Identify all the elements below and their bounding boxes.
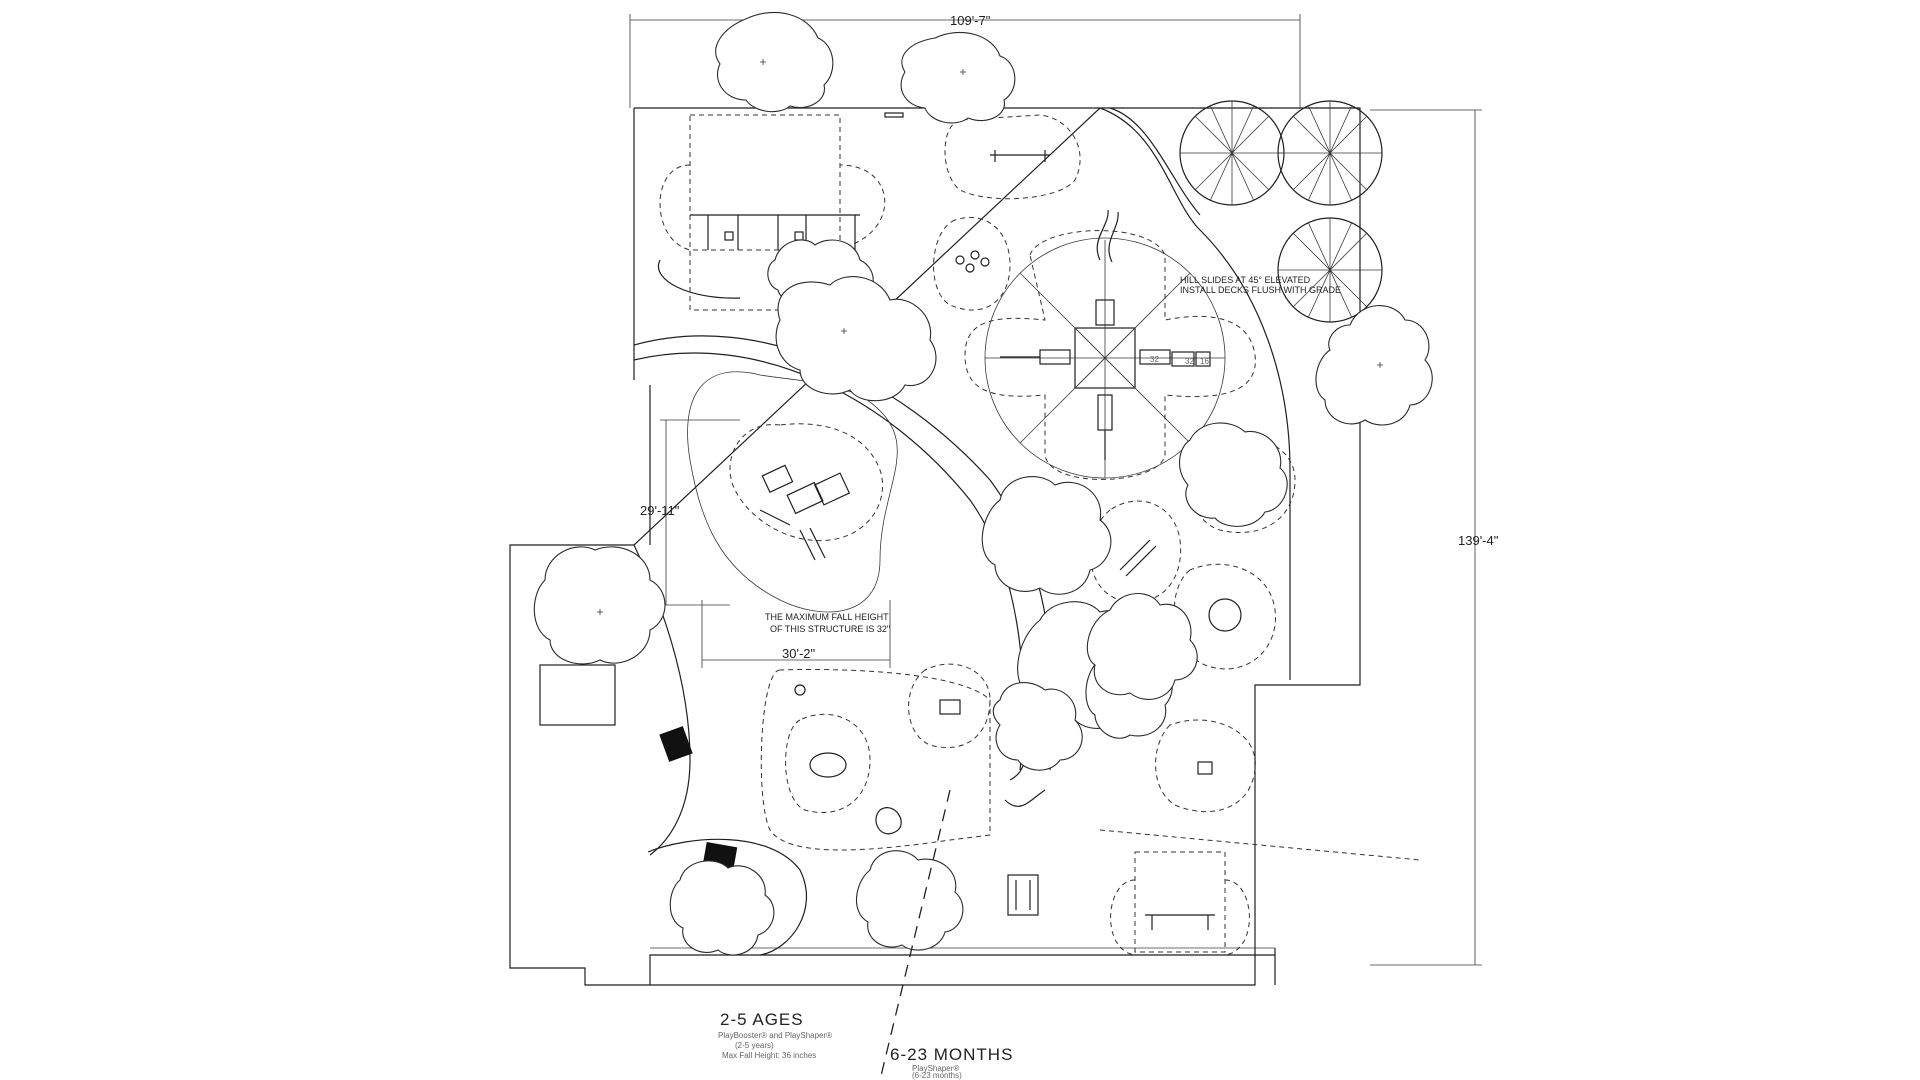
zone-label-6-23-title: 6-23 MONTHS <box>890 1045 1013 1064</box>
right-dimension: 139'-4" <box>1370 109 1499 966</box>
hill-slides-note-line1: HILL SLIDES AT 45° ELEVATED <box>1180 275 1311 285</box>
picnic-table-west <box>659 726 693 762</box>
spinner-pad <box>933 216 1011 311</box>
tree-top-a <box>715 11 834 113</box>
tree-east <box>1315 305 1433 426</box>
south-east-swing <box>1099 829 1421 956</box>
tree-south-b <box>855 850 964 951</box>
fall-height-note-line1: THE MAXIMUM FALL HEIGHT <box>765 612 889 622</box>
age-zone-divider <box>879 789 951 1080</box>
deck-height-b: 32 <box>1150 355 1159 364</box>
structure-width-label: 30'-2" <box>782 646 816 661</box>
main-path-inner <box>633 352 1025 771</box>
zone-label-2-5-sub3: Max Fall Height: 36 inches <box>722 1051 816 1060</box>
zone-label-2-5-title: 2-5 AGES <box>720 1010 804 1029</box>
upper-path <box>657 259 741 299</box>
tree-south-a <box>669 860 775 956</box>
tree-west <box>533 546 666 665</box>
swing-area <box>659 114 886 311</box>
hill-slides-note: HILL SLIDES AT 45° ELEVATED INSTALL DECK… <box>1180 275 1341 295</box>
zone-label-6-23: 6-23 MONTHS PlayShaper® (6-23 months) <box>890 1045 1013 1080</box>
path-east <box>1099 107 1291 680</box>
width-dimension-label: 109'-7" <box>950 13 991 28</box>
tree-center-a <box>981 476 1112 595</box>
central-play-structure: 32 32 16 <box>964 209 1256 480</box>
zone-label-2-5-sub1: PlayBooster® and PlayShaper® <box>718 1031 832 1040</box>
canopy-trees <box>533 11 1433 956</box>
fall-height-note-line2: OF THIS STRUCTURE IS 32" <box>770 624 890 634</box>
site-boundary <box>509 107 1361 986</box>
left-play-structure: 29'-11" 30'-2" THE MAXIMUM FALL HEIGHT O… <box>640 371 898 668</box>
zone-label-2-5-sub2: (2-5 years) <box>735 1041 774 1050</box>
height-dimension-label: 139'-4" <box>1458 533 1499 548</box>
zone-label-6-23-sub2: (6-23 months) <box>912 1071 962 1080</box>
path-east-inner <box>1109 107 1201 216</box>
tree-center-d <box>992 682 1083 771</box>
storage-box <box>539 664 616 726</box>
structure-depth-label: 29'-11" <box>640 503 680 518</box>
deck-height-a: 32 <box>1185 357 1194 366</box>
deck-height-c: 16 <box>1200 357 1209 366</box>
zone-label-2-5: 2-5 AGES PlayBooster® and PlayShaper® (2… <box>718 1010 832 1060</box>
tree-southeast <box>1086 592 1198 700</box>
tree-path-left <box>775 276 937 402</box>
tree-top-b <box>900 31 1016 124</box>
inner-boundary <box>633 108 1276 985</box>
hill-slides-note-line2: INSTALL DECKS FLUSH WITH GRADE <box>1180 285 1341 295</box>
zone-label-6-23-sub1: PlayShaper® <box>912 1064 959 1073</box>
radial-trees <box>1179 100 1383 323</box>
top-dimension: 109'-7" <box>629 13 1301 108</box>
seesaw-pad <box>884 112 1081 200</box>
tree-east-secondary <box>1179 422 1288 527</box>
